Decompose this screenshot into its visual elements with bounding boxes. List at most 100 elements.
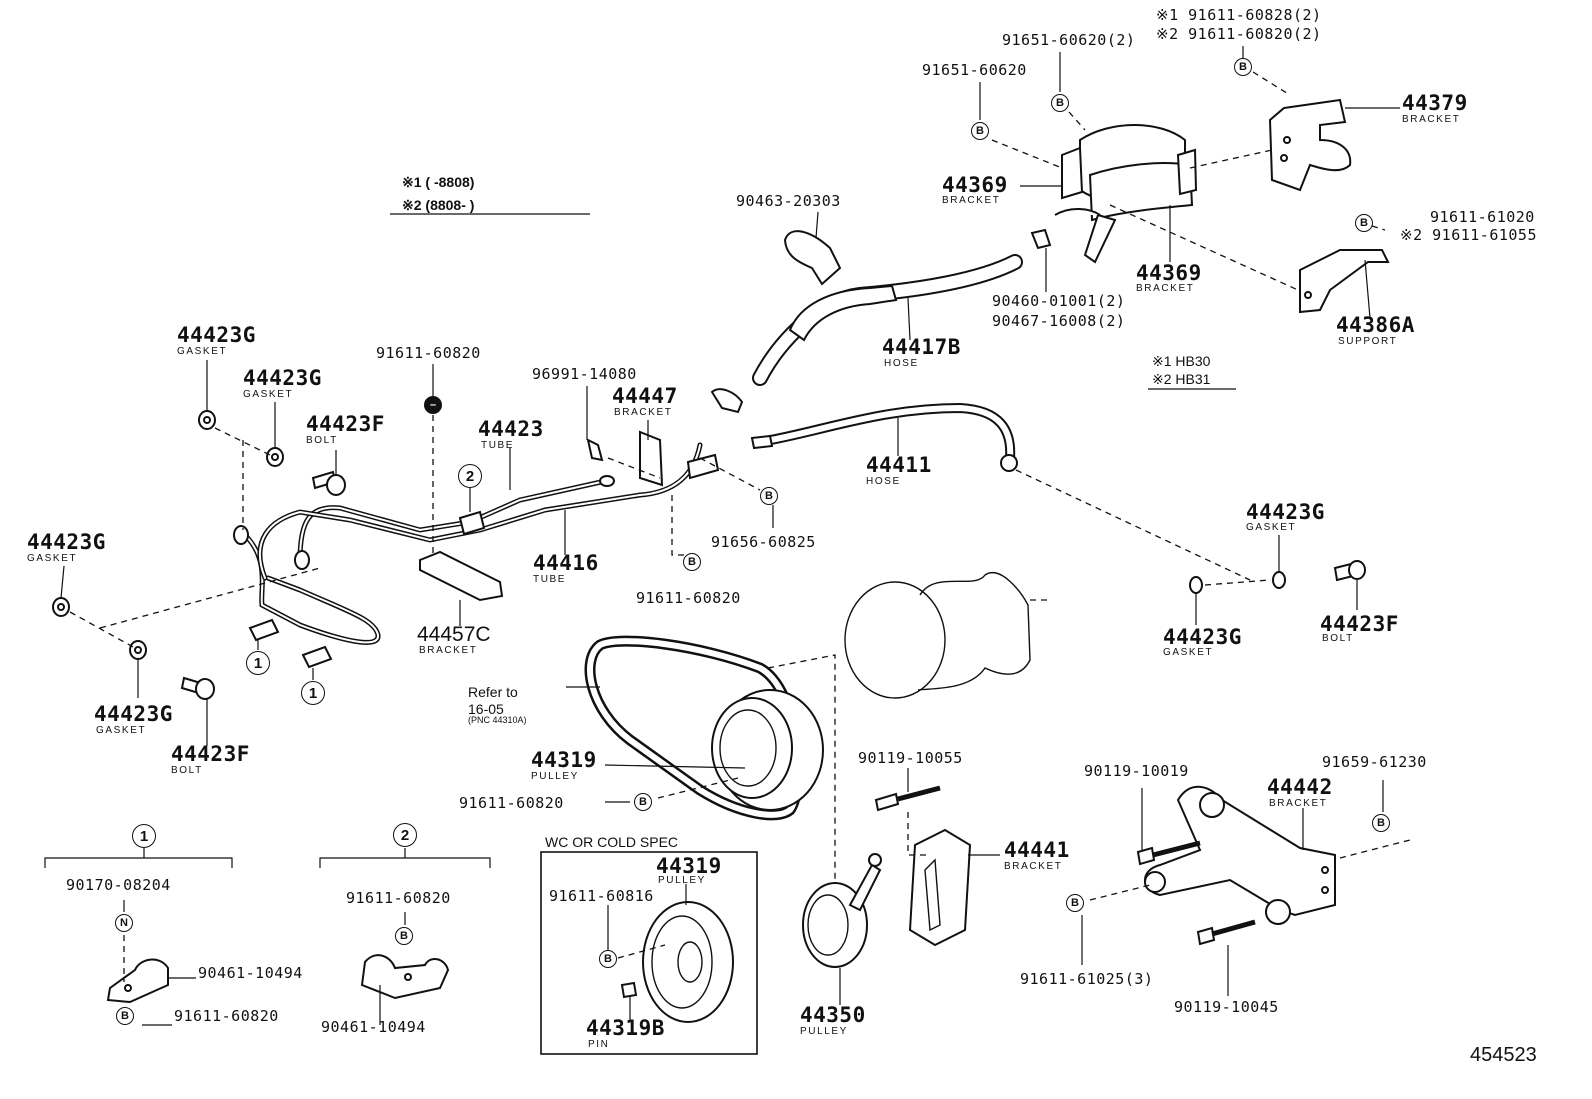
callout-2-a: 2 <box>458 464 482 488</box>
wc-box-title: WC OR COLD SPEC <box>545 834 679 850</box>
part-44319-name: PULLEY <box>531 771 579 782</box>
partno-91611-60820-c: 91611-60820 <box>459 794 564 812</box>
part-44423f-b-number: 44423F <box>171 742 250 766</box>
part-44369-b-number: 44369 <box>1136 261 1202 285</box>
badge-b-91651: B <box>971 122 989 140</box>
pulley-44319-wc-drawing <box>620 901 734 1023</box>
badge-b-91651-2: B <box>1051 94 1069 112</box>
partno-90461-10494-b: 90461-10494 <box>321 1018 426 1036</box>
badge-b-91611-61020: B <box>1355 214 1373 232</box>
part-44369-a-number: 44369 <box>942 173 1008 197</box>
partno-96991-14080: 96991-14080 <box>532 365 637 383</box>
bracket-44442-drawing <box>1136 785 1336 946</box>
badge-b-91656: B <box>760 487 778 505</box>
part-44457c-name: BRACKET <box>419 645 478 656</box>
part-44442-name: BRACKET <box>1269 798 1328 809</box>
part-44369-a-name: BRACKET <box>942 195 1001 206</box>
bracket-44441-drawing <box>874 785 972 947</box>
badge-b-91611-60828: B <box>1234 58 1252 76</box>
part-44423g-d-number: 44423G <box>94 702 173 726</box>
partno-91656-60825: 91656-60825 <box>711 533 816 551</box>
part-44411-name: HOSE <box>866 476 901 487</box>
part-44416-number: 44416 <box>533 551 599 575</box>
bracket-44379-shape <box>1268 98 1352 192</box>
badge-n-90170: N <box>115 914 133 932</box>
legend-right-row1: ※1 HB30 <box>1152 353 1211 369</box>
gasket-and-bolt-group-right <box>1189 560 1366 594</box>
badge-b-91611-61025: B <box>1066 894 1084 912</box>
refer-note-line2: 16-05 <box>468 701 504 717</box>
part-44423f-a-number: 44423F <box>306 412 385 436</box>
hose-44411 <box>750 402 1018 472</box>
callout-1-detail: 1 <box>132 824 156 848</box>
partno-91611-60820-2: ※2 91611-60820(2) <box>1156 25 1322 43</box>
refer-note-line1: Refer to <box>468 684 518 700</box>
partno-91651-60620-2: 91651-60620(2) <box>1002 31 1136 49</box>
badge-b-91611-d: B <box>116 1007 134 1025</box>
part-44441-name: BRACKET <box>1004 861 1063 872</box>
partno-90119-10045: 90119-10045 <box>1174 998 1279 1016</box>
part-44423g-f-number: 44423G <box>1163 625 1242 649</box>
callout-1-b: 1 <box>301 681 325 705</box>
partno-91611-60820-a: 91611-60820 <box>376 344 481 362</box>
bracket-cluster-44369 <box>1030 124 1198 264</box>
part-44423-name: TUBE <box>481 440 515 451</box>
legend-top-row1: ※1 ( -8808) <box>402 174 475 190</box>
figure-id: 454523 <box>1470 1044 1537 1066</box>
partno-91611-60816: 91611-60816 <box>549 887 654 905</box>
part-44319-wc-number: 44319 <box>656 854 722 878</box>
part-44442-number: 44442 <box>1267 775 1333 799</box>
gasket-and-bolt-group-left <box>52 410 346 700</box>
part-44423f-a-name: BOLT <box>306 435 338 446</box>
part-44423g-f-name: GASKET <box>1163 647 1214 658</box>
part-44369-b-name: BRACKET <box>1136 283 1195 294</box>
partno-90461-10494-a: 90461-10494 <box>198 964 303 982</box>
detail-1-clamp-drawing <box>106 958 169 1004</box>
partno-90467-16008-2: 90467-16008(2) <box>992 312 1126 330</box>
part-44423g-e-number: 44423G <box>1246 500 1325 524</box>
part-44423f-c-name: BOLT <box>1322 633 1354 644</box>
part-44319-wc-name: PULLEY <box>658 875 706 886</box>
part-44441-number: 44441 <box>1004 838 1070 862</box>
part-44447-number: 44447 <box>612 384 678 408</box>
part-44423g-c-name: GASKET <box>27 553 78 564</box>
partno-91611-61055: ※2 91611-61055 <box>1400 226 1537 244</box>
partno-91611-61020: 91611-61020 <box>1430 208 1535 226</box>
part-44411-number: 44411 <box>866 453 932 477</box>
part-44319b-name: PIN <box>588 1039 610 1050</box>
part-44416-name: TUBE <box>533 574 567 585</box>
part-44457c-number: 44457C <box>417 623 491 646</box>
partno-91611-60828-2: ※1 91611-60828(2) <box>1156 6 1322 24</box>
tube-assembly-44423 <box>233 430 720 669</box>
partno-91611-60820-b: 91611-60820 <box>636 589 741 607</box>
partno-91651-60620: 91651-60620 <box>922 61 1027 79</box>
callout-1-a: 1 <box>246 651 270 675</box>
part-44386a-name: SUPPORT <box>1338 336 1398 347</box>
part-44386a-number: 44386A <box>1336 313 1415 337</box>
part-44417b-name: HOSE <box>884 358 919 369</box>
detail-2-clamp-drawing <box>360 954 450 1000</box>
partno-90460-01001-2: 90460-01001(2) <box>992 292 1126 310</box>
badge-b-91611-b: B <box>683 553 701 571</box>
part-44319-number: 44319 <box>531 748 597 772</box>
part-44319b-number: 44319B <box>586 1016 665 1040</box>
part-44423g-a-number: 44423G <box>177 323 256 347</box>
part-44423g-e-name: GASKET <box>1246 522 1297 533</box>
compressor-outline <box>844 572 1052 699</box>
badge-b-91611-60816: B <box>599 950 617 968</box>
wc-box-frame <box>540 851 758 1055</box>
part-44423g-a-name: GASKET <box>177 346 228 357</box>
part-44423g-c-number: 44423G <box>27 530 106 554</box>
partno-90119-10019: 90119-10019 <box>1084 762 1189 780</box>
part-44423-number: 44423 <box>478 417 544 441</box>
badge-e-mark: – <box>429 399 437 411</box>
part-44423f-c-number: 44423F <box>1320 612 1399 636</box>
part-44423g-b-number: 44423G <box>243 366 322 390</box>
hose-44417b <box>710 230 1023 414</box>
partno-91611-60820-e: 91611-60820 <box>346 889 451 907</box>
part-44447-name: BRACKET <box>614 407 673 418</box>
badge-b-91611-e: B <box>395 927 413 945</box>
partno-90463-20303: 90463-20303 <box>736 192 841 210</box>
legend-right-row2: ※2 HB31 <box>1152 371 1211 387</box>
